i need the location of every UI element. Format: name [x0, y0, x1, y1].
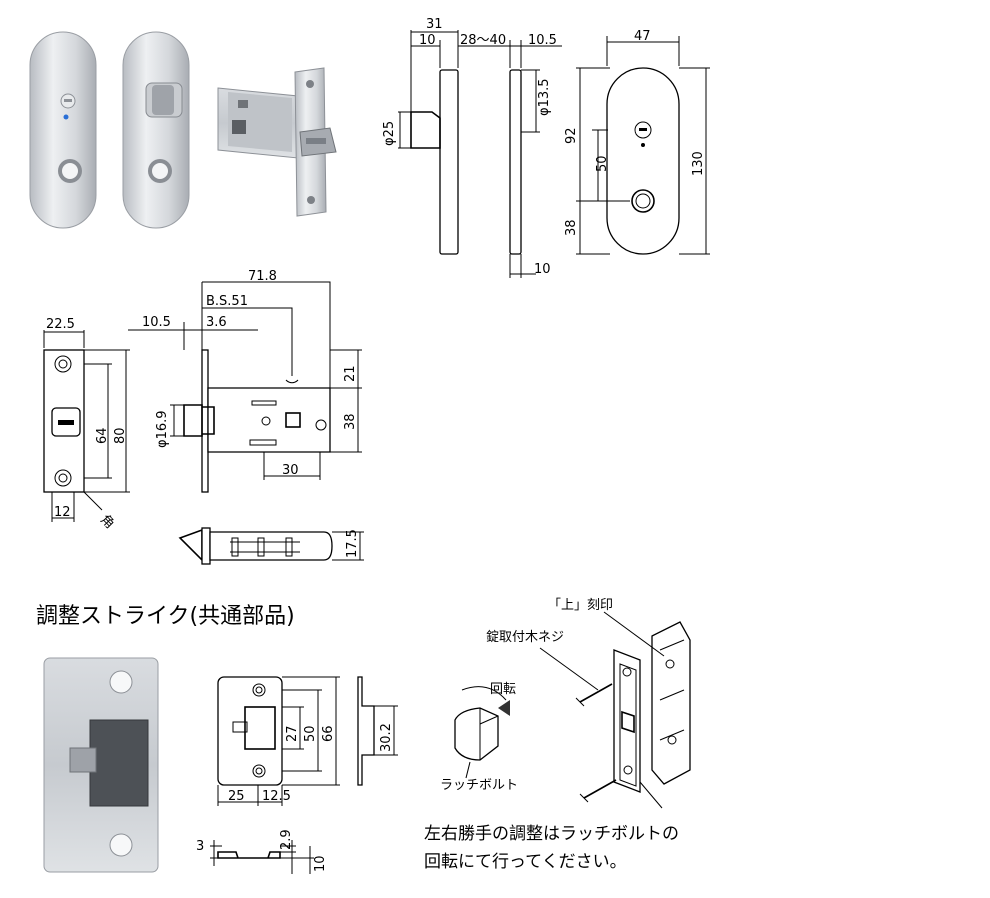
- dim-64: 64: [95, 427, 110, 444]
- dim-130: 130: [691, 151, 706, 176]
- dim-12: 12: [54, 505, 71, 520]
- note-line-2: 回転にて行ってください。: [424, 852, 627, 872]
- assembly-illustration: [454, 611, 691, 809]
- photo-escutcheon-thumbturn: [122, 31, 190, 229]
- dim-38-latch: 38: [343, 413, 358, 430]
- dim-25: 25: [228, 789, 245, 804]
- dim-corner: 角: [97, 512, 117, 532]
- dim-30-2: 30.2: [379, 723, 394, 752]
- dim-bs51: B.S.51: [206, 294, 248, 309]
- dim-28-40: 28〜40: [460, 33, 506, 48]
- dimension-labels: 31 10 28〜40 10.5 φ25 φ13.5 10 47 92 50 3…: [46, 17, 706, 872]
- callout-screw: 錠取付木ネジ: [486, 630, 565, 645]
- dim-92: 92: [564, 127, 579, 144]
- callout-latch-bolt: ラッチボルト: [440, 778, 519, 793]
- latch-faceplate-drawing: [43, 330, 130, 522]
- side-view-drawing: [398, 30, 562, 278]
- note-line-1: 左右勝手の調整はラッチボルトの: [424, 824, 679, 844]
- dim-47: 47: [634, 29, 651, 44]
- dim-50-strike: 50: [303, 725, 318, 742]
- photo-latch-body: [217, 67, 337, 217]
- dim-31: 31: [426, 17, 443, 32]
- dim-2-9: 2.9: [279, 829, 294, 850]
- dim-27: 27: [285, 725, 300, 742]
- adjustment-note: 左右勝手の調整はラッチボルトの 回転にて行ってください。: [424, 820, 744, 876]
- dim-10-strike: 10: [313, 855, 328, 872]
- dim-21: 21: [343, 365, 358, 382]
- dim-phi13-5: φ13.5: [537, 78, 552, 116]
- strike-plan-drawing: [210, 840, 314, 874]
- dim-66: 66: [321, 725, 336, 742]
- dim-10b: 10: [534, 262, 551, 277]
- photo-escutcheon-front: [29, 31, 97, 229]
- latch-plan-drawing: [178, 527, 364, 565]
- strike-heading: 調整ストライク(共通部品): [36, 604, 295, 629]
- dim-10-5a: 10.5: [528, 33, 557, 48]
- photo-strike-plate: [43, 657, 159, 873]
- dim-17-5: 17.5: [345, 529, 360, 558]
- callout-stamp: 「上」刻印: [548, 598, 614, 613]
- front-view-drawing: [576, 36, 710, 255]
- strike-front-drawing: [217, 676, 340, 806]
- dim-phi25: φ25: [382, 121, 397, 146]
- dim-10a: 10: [419, 33, 436, 48]
- dim-3: 3: [196, 839, 204, 854]
- dim-80: 80: [113, 427, 128, 444]
- dim-50: 50: [595, 155, 610, 172]
- latch-side-drawing: [128, 281, 362, 493]
- dim-22-5: 22.5: [46, 317, 75, 332]
- dim-10-5: 10.5: [142, 315, 171, 330]
- strike-side-drawing: [357, 676, 398, 786]
- dim-38: 38: [564, 219, 579, 236]
- callout-rotate: 回転: [490, 682, 517, 697]
- dim-12-5: 12.5: [262, 789, 291, 804]
- dim-30: 30: [282, 463, 299, 478]
- dim-3-6: 3.6: [206, 315, 227, 330]
- dim-71-8: 71.8: [248, 269, 277, 284]
- dim-phi16-9: φ16.9: [155, 410, 170, 448]
